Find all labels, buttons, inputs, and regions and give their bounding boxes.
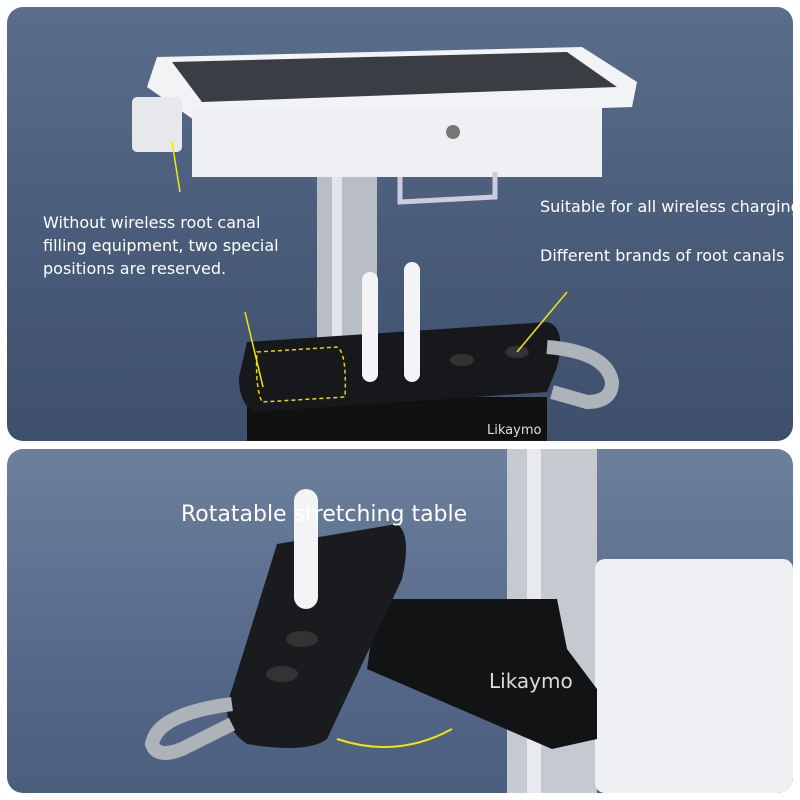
right-caption-brands: Different brands of root canals [540, 246, 785, 265]
caption-line: positions are reserved. [43, 259, 227, 278]
watermark: Likaymo [489, 669, 573, 693]
caption-line: filling equipment, two special [43, 236, 279, 255]
cart-illustration [132, 47, 637, 441]
left-caption: Without wireless root canal filling equi… [43, 211, 279, 280]
rotatable-table-illustration [144, 449, 793, 793]
table-title: Rotatable stretching table [181, 502, 468, 527]
top-product-panel: Without wireless root canal filling equi… [7, 7, 793, 441]
caption-line: Without wireless root canal [43, 213, 261, 232]
right-caption-charging: Suitable for all wireless charging [540, 197, 793, 216]
bottom-product-panel: Rotatable stretching table Likaymo [7, 449, 793, 793]
watermark: Likaymo [487, 423, 542, 438]
